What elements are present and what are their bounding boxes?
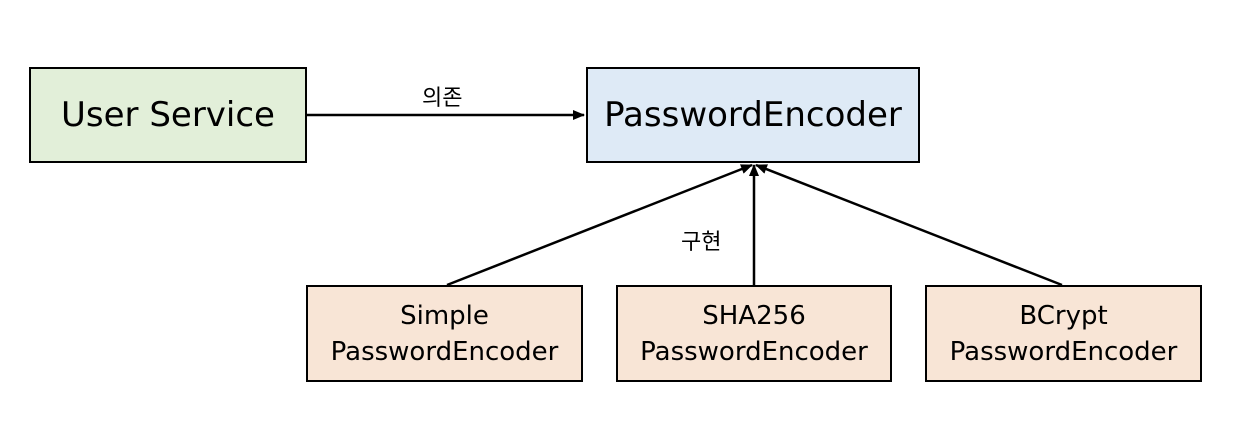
bcrypt-encoder-label-line1: BCrypt: [1019, 300, 1108, 331]
depends-edge-label: 의존: [422, 86, 463, 111]
sha256-encoder-label-line2: PasswordEncoder: [640, 336, 868, 367]
simple-password-encoder-box: Simple PasswordEncoder: [306, 285, 583, 382]
implements-arrow-bcrypt: [755, 163, 1063, 287]
simple-encoder-label-line1: Simple: [400, 300, 489, 331]
implements-arrow-simple: [446, 163, 753, 287]
bcrypt-encoder-label-line2: PasswordEncoder: [949, 336, 1178, 367]
user-service-box: User Service: [29, 67, 307, 163]
implements-edge-label: 구현: [681, 230, 722, 255]
user-service-label: User Service: [61, 95, 275, 135]
password-encoder-box: PasswordEncoder: [586, 67, 920, 163]
sha256-encoder-label-line1: SHA256: [702, 300, 806, 331]
password-encoder-label: PasswordEncoder: [604, 95, 902, 135]
sha256-password-encoder-box: SHA256 PasswordEncoder: [616, 285, 892, 382]
bcrypt-password-encoder-box: BCrypt PasswordEncoder: [925, 285, 1202, 382]
simple-encoder-label-line2: PasswordEncoder: [330, 336, 559, 367]
